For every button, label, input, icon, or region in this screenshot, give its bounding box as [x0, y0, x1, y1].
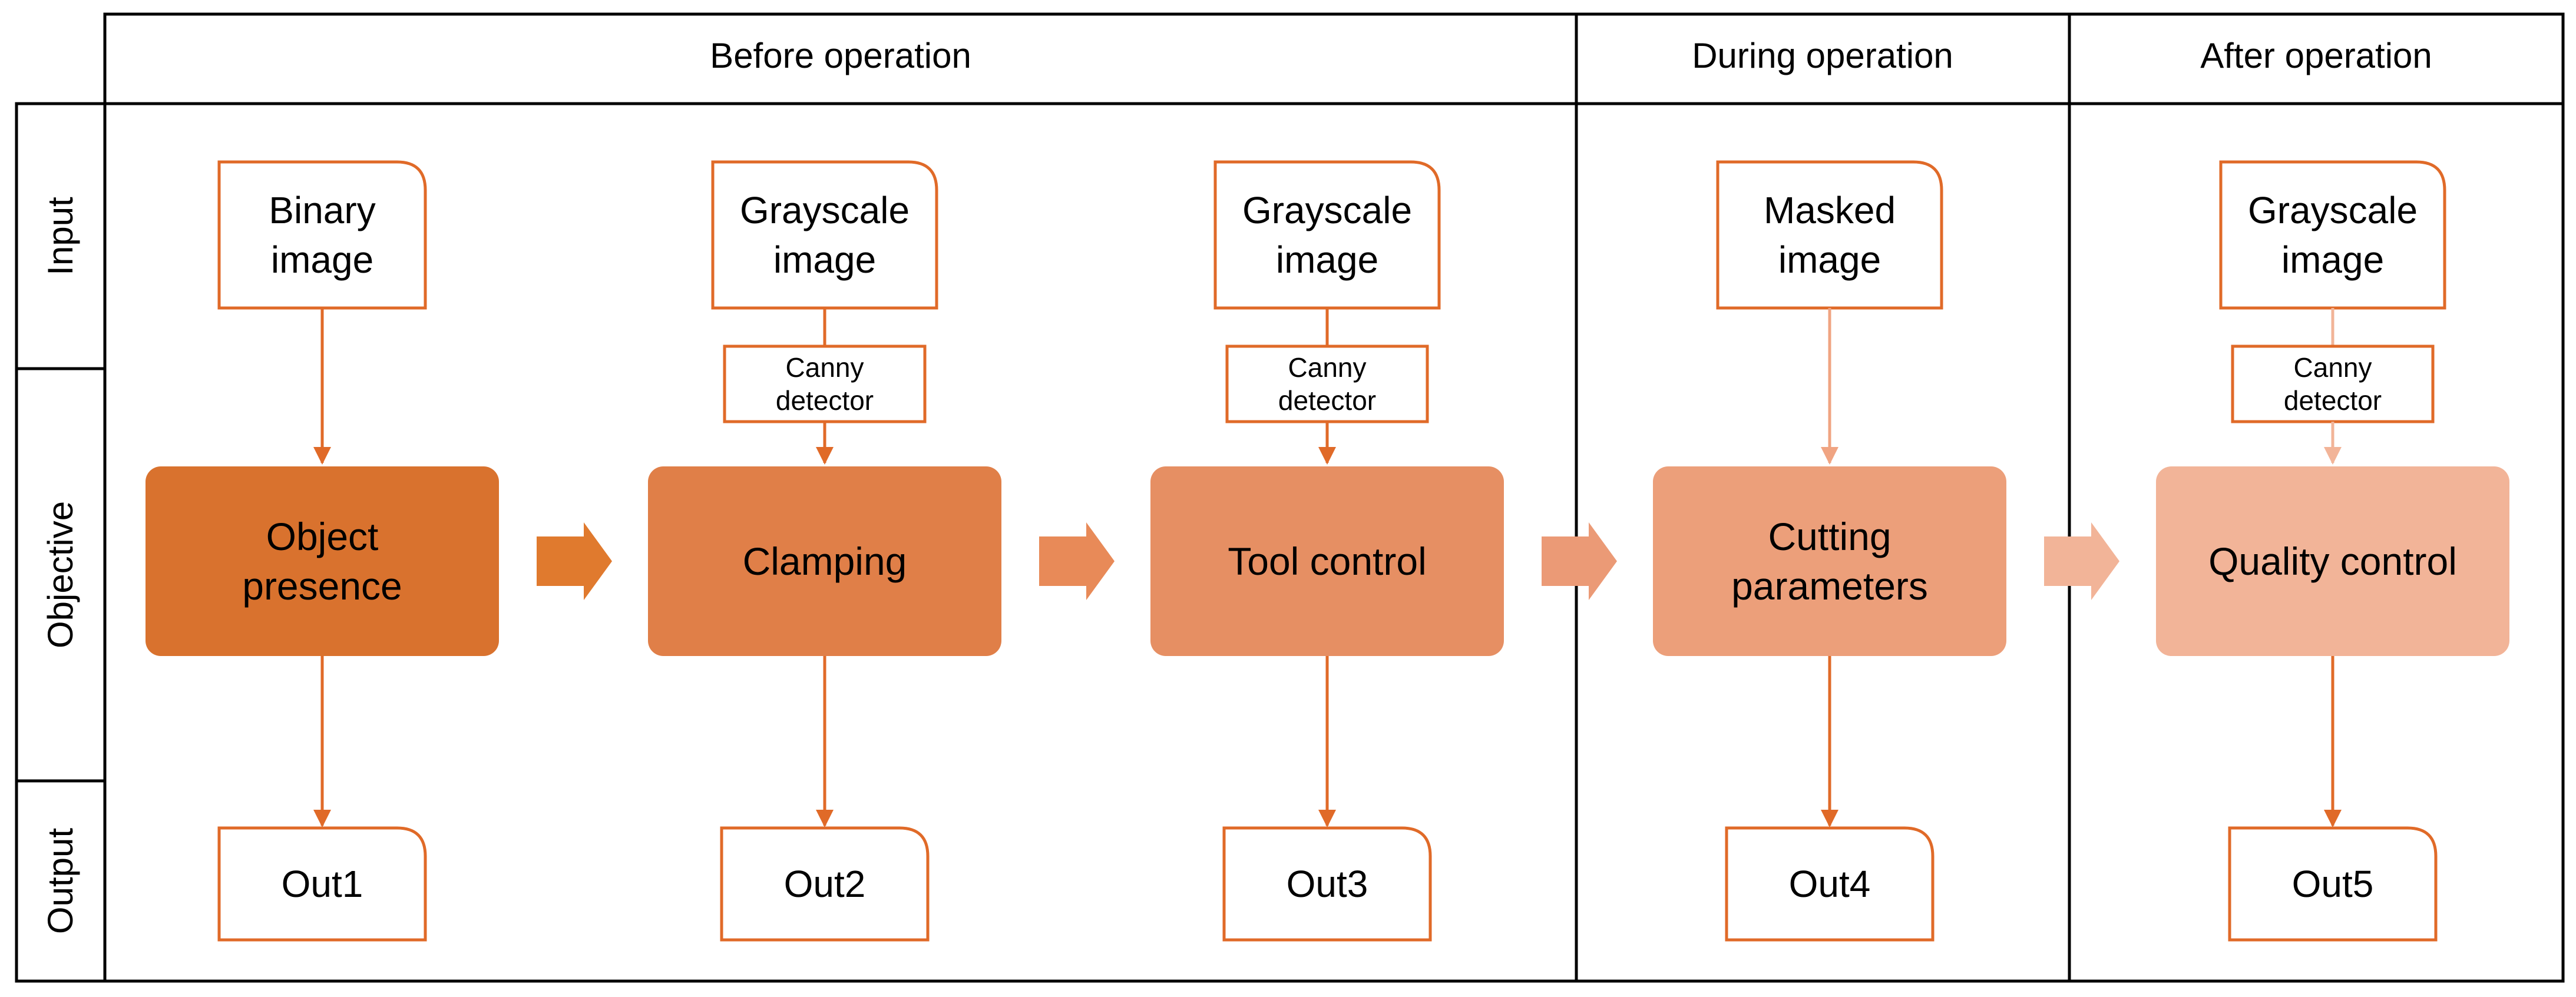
- canny-detector-label-2-line-2: detector: [776, 385, 874, 416]
- input-label-4-line-2: image: [1778, 239, 1881, 281]
- input-label-5-line-2: image: [2281, 239, 2384, 281]
- input-box-1: [217, 160, 427, 310]
- input-label-2-line-2: image: [773, 239, 876, 281]
- objective-box-1: [146, 466, 499, 656]
- input-box-4: [1716, 160, 1943, 310]
- input-label-5-line-1: Grayscale: [2248, 189, 2418, 231]
- canny-detector-label-5-line-1: Canny: [2294, 352, 2372, 383]
- row-label-objective: Objective: [41, 501, 80, 648]
- output-label-2: Out2: [784, 863, 866, 905]
- output-box-5: [2228, 826, 2438, 942]
- input-box-3: [1213, 160, 1441, 310]
- objective-box-5: [2156, 466, 2509, 656]
- output-label-5: Out5: [2292, 863, 2374, 905]
- output-label-1: Out1: [282, 863, 363, 905]
- row-label-output: Output: [41, 828, 80, 934]
- canny-detector-label-3-line-2: detector: [1278, 385, 1376, 416]
- canny-detector-label-3-line-1: Canny: [1288, 352, 1367, 383]
- flow-arrow-2: [1039, 522, 1115, 600]
- row-header-output: [15, 779, 107, 983]
- input-label-2-line-1: Grayscale: [740, 189, 910, 231]
- flow-arrow-3: [1542, 522, 1617, 600]
- output-label-3: Out3: [1287, 863, 1368, 905]
- flow-arrow-1: [537, 522, 612, 600]
- objective-label-1-line-2: presence: [242, 564, 402, 608]
- phase-label-after: After operation: [2200, 36, 2432, 75]
- row-label-input: Input: [41, 197, 80, 276]
- canny-detector-box-3: [1225, 345, 1429, 423]
- objective-box-2: [648, 466, 1001, 656]
- phase-label-during: During operation: [1692, 36, 1953, 75]
- flow-arrow-4: [2044, 522, 2119, 600]
- input-box-5: [2219, 160, 2446, 310]
- objective-label-4-line-2: parameters: [1731, 564, 1928, 608]
- objective-label-3-line-1: Tool control: [1228, 539, 1427, 583]
- objective-label-1-line-1: Object: [266, 515, 379, 558]
- input-label-3-line-2: image: [1276, 239, 1378, 281]
- objective-label-2-line-1: Clamping: [743, 539, 907, 583]
- output-box-4: [1725, 826, 1935, 942]
- objective-box-4: [1653, 466, 2006, 656]
- input-label-1-line-2: image: [271, 239, 373, 281]
- objective-label-5-line-1: Quality control: [2208, 539, 2457, 583]
- input-label-1-line-1: Binary: [269, 189, 375, 231]
- canny-detector-box-5: [2231, 345, 2435, 423]
- output-box-2: [720, 826, 930, 942]
- canny-detector-label-5-line-2: detector: [2284, 385, 2382, 416]
- output-box-1: [217, 826, 427, 942]
- phase-label-before: Before operation: [710, 36, 971, 75]
- diagram-frame: [15, 12, 2565, 983]
- phase-header-row: [103, 12, 2565, 105]
- objective-label-4-line-1: Cutting: [1768, 515, 1891, 558]
- canny-detector-label-2-line-1: Canny: [786, 352, 864, 383]
- output-box-3: [1222, 826, 1432, 942]
- input-label-3-line-1: Grayscale: [1242, 189, 1412, 231]
- input-box-2: [711, 160, 938, 310]
- flow-arrows: [537, 522, 2119, 600]
- input-label-4-line-1: Masked: [1764, 189, 1896, 231]
- objective-box-3: [1150, 466, 1504, 656]
- output-label-4: Out4: [1789, 863, 1871, 905]
